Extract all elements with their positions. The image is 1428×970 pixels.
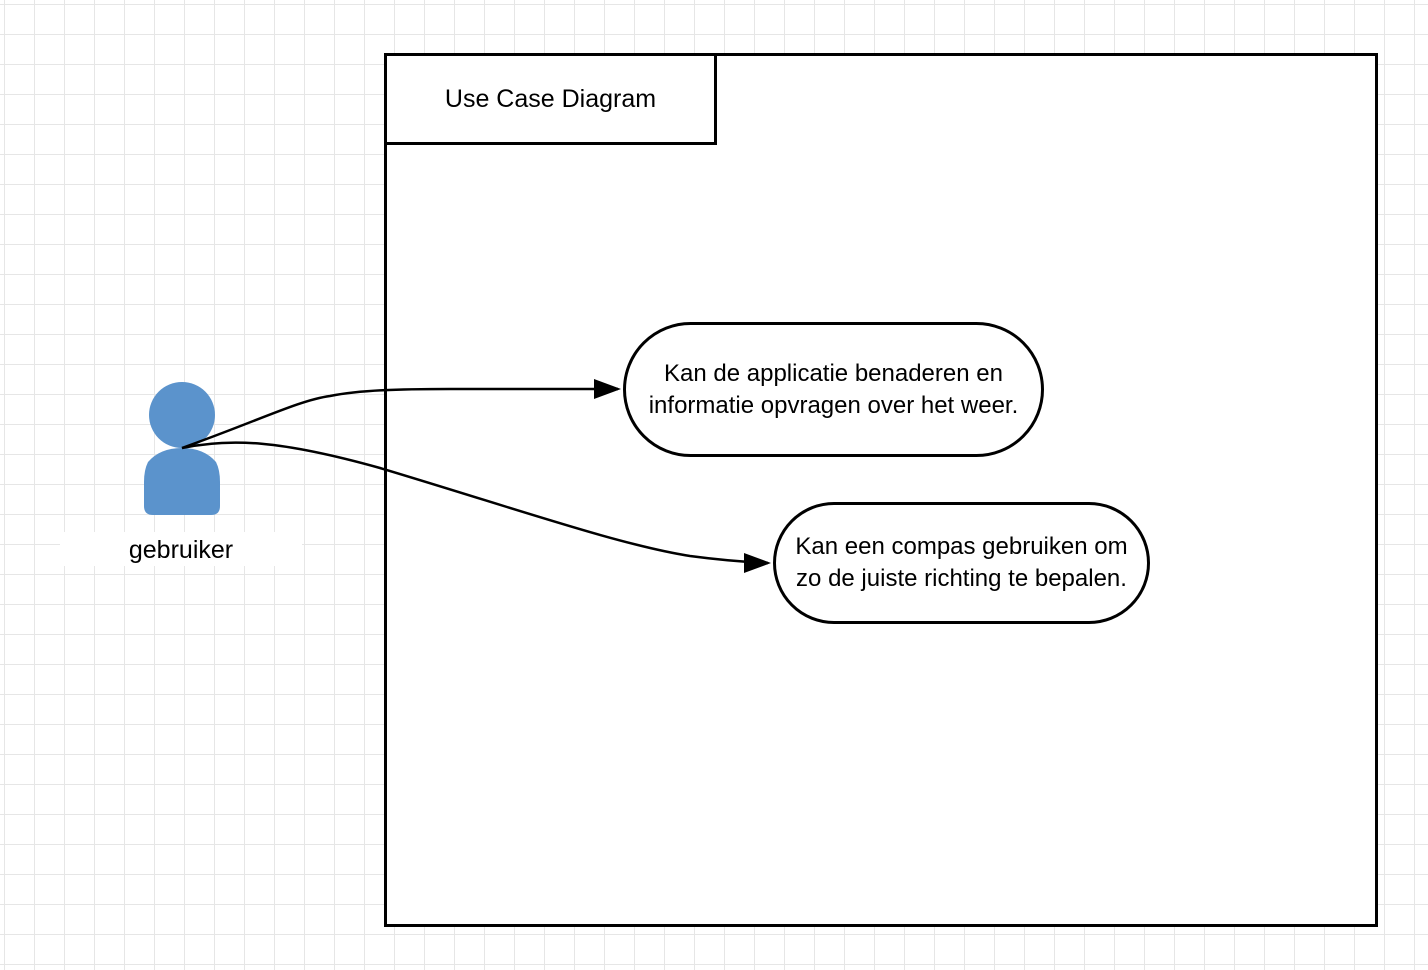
person-icon-body xyxy=(144,448,220,515)
actor-label: gebruiker xyxy=(128,536,234,564)
use-case-weather-label: Kan de applicatie benaderen en informati… xyxy=(648,359,1019,419)
use-case-compass[interactable]: Kan een compas gebruiken om zo de juiste… xyxy=(773,502,1150,624)
system-boundary xyxy=(384,53,1378,927)
person-icon xyxy=(149,382,215,448)
actor-label-background xyxy=(60,532,302,566)
diagram-title: Use Case Diagram xyxy=(384,53,717,145)
use-case-compass-label: Kan een compas gebruiken om zo de juiste… xyxy=(795,533,1128,592)
use-case-weather[interactable]: Kan de applicatie benaderen en informati… xyxy=(623,322,1044,457)
actor-figure[interactable] xyxy=(144,382,220,515)
